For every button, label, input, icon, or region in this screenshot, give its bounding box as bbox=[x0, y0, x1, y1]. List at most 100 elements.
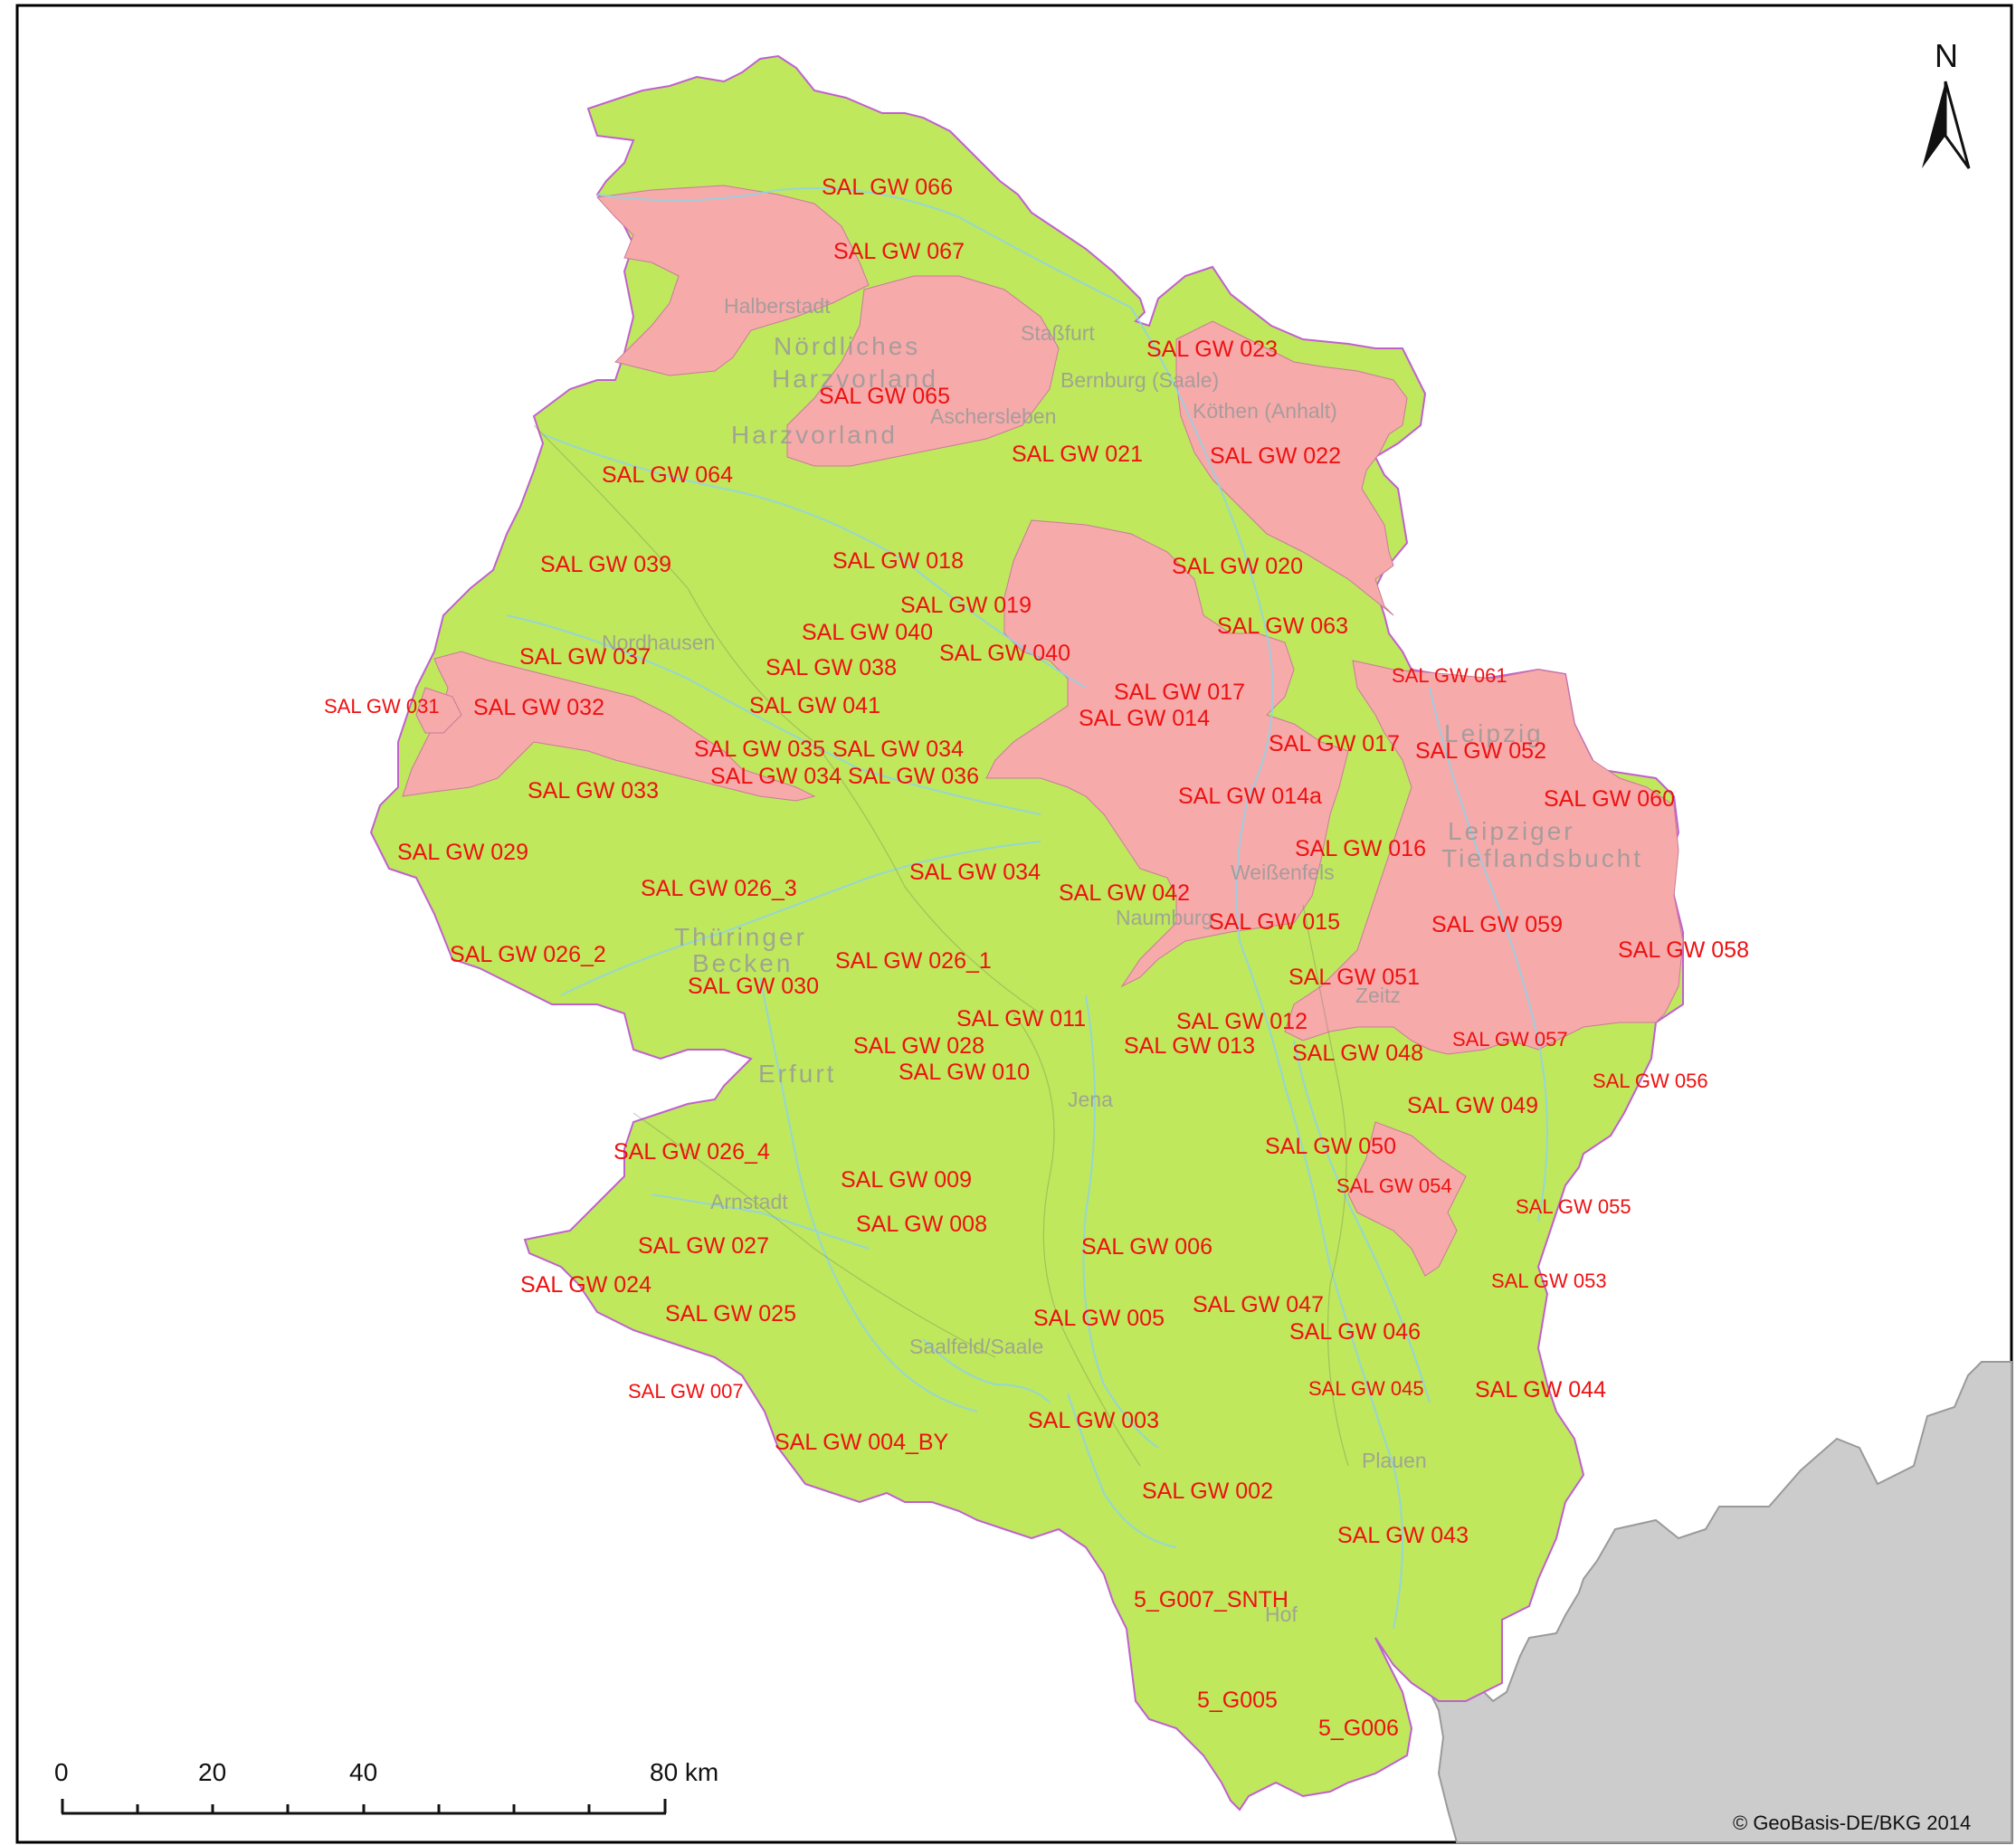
gw-label: SAL GW 014a bbox=[1178, 784, 1322, 809]
place-naumburg: Naumburg bbox=[1116, 906, 1212, 929]
gw-label: SAL GW 050 bbox=[1265, 1134, 1396, 1159]
gw-label: SAL GW 007 bbox=[628, 1380, 744, 1403]
place-saalfeld: Saalfeld/Saale bbox=[909, 1335, 1043, 1358]
gw-label: SAL GW 032 bbox=[473, 695, 604, 720]
place-nordhausen: Nordhausen bbox=[602, 631, 715, 654]
gw-label: SAL GW 064 bbox=[602, 462, 733, 488]
gw-label: SAL GW 058 bbox=[1618, 937, 1749, 963]
gw-label: SAL GW 056 bbox=[1593, 1070, 1708, 1092]
place-leipziger: Leipziger bbox=[1448, 817, 1575, 845]
gw-label: SAL GW 010 bbox=[899, 1060, 1030, 1085]
gw-label: SAL GW 040 bbox=[939, 641, 1070, 666]
gw-label: 5_G005 bbox=[1197, 1688, 1278, 1713]
north-label: N bbox=[1935, 37, 1958, 74]
at-risk-zone-central bbox=[985, 519, 1349, 988]
scale-label-0: 0 bbox=[54, 1758, 69, 1786]
gw-label: SAL GW 054 bbox=[1336, 1175, 1452, 1197]
gw-label: SAL GW 037 bbox=[519, 644, 651, 670]
gw-label: SAL GW 027 bbox=[638, 1233, 769, 1259]
copyright-notice: © GeoBasis-DE/BKG 2014 bbox=[1733, 1812, 1971, 1834]
neighbor-region bbox=[1396, 1361, 2012, 1843]
gw-label: SAL GW 038 bbox=[766, 655, 897, 680]
at-risk-zone-065 bbox=[786, 275, 1060, 467]
gw-label: SAL GW 035 bbox=[694, 737, 825, 762]
gw-label: SAL GW 063 bbox=[1217, 613, 1348, 639]
gw-label: SAL GW 005 bbox=[1033, 1306, 1165, 1331]
gw-label: SAL GW 013 bbox=[1124, 1033, 1255, 1059]
base-place-names: Halberstadt Nördliches Harzvorland Harzv… bbox=[602, 294, 1640, 1626]
place-bernburg: Bernburg (Saale) bbox=[1060, 368, 1219, 392]
gw-label: SAL GW 067 bbox=[833, 239, 965, 264]
gw-label: SAL GW 017 bbox=[1114, 680, 1245, 705]
gw-label: SAL GW 003 bbox=[1028, 1408, 1159, 1433]
gw-label: SAL GW 034 bbox=[909, 860, 1041, 885]
gw-label: SAL GW 034 bbox=[832, 737, 964, 762]
gw-label: SAL GW 009 bbox=[841, 1167, 972, 1193]
gw-label: SAL GW 028 bbox=[853, 1033, 984, 1059]
gw-label: SAL GW 018 bbox=[832, 548, 964, 574]
place-weissenfels: Weißenfels bbox=[1231, 861, 1335, 884]
scale-label-40: 40 bbox=[349, 1758, 377, 1786]
gw-label: SAL GW 014 bbox=[1079, 706, 1210, 731]
gw-label: SAL GW 002 bbox=[1142, 1479, 1273, 1504]
gw-label: SAL GW 029 bbox=[397, 840, 528, 865]
place-harzvorland-2: Harzvorland bbox=[731, 421, 898, 449]
place-noerdliches: Nördliches bbox=[774, 332, 920, 360]
gw-label: SAL GW 059 bbox=[1431, 912, 1563, 937]
gw-label: SAL GW 022 bbox=[1210, 443, 1341, 469]
gw-label: SAL GW 052 bbox=[1415, 738, 1546, 764]
gw-label: SAL GW 066 bbox=[822, 175, 953, 200]
place-thueringer: Thüringer bbox=[674, 923, 807, 951]
place-leipzig: Leipzig bbox=[1444, 719, 1544, 747]
at-risk-zone-031 bbox=[415, 687, 462, 734]
gw-label: SAL GW 011 bbox=[956, 1006, 1086, 1032]
scale-label-20: 20 bbox=[198, 1758, 226, 1786]
gw-label: SAL GW 041 bbox=[749, 693, 880, 718]
north-arrow-icon bbox=[1922, 81, 1945, 168]
gw-label: SAL GW 053 bbox=[1491, 1270, 1607, 1292]
gw-label: SAL GW 012 bbox=[1176, 1009, 1308, 1034]
gw-label: SAL GW 026_3 bbox=[641, 876, 797, 901]
gw-label: SAL GW 026_1 bbox=[835, 948, 992, 974]
gw-label: SAL GW 057 bbox=[1452, 1028, 1568, 1051]
gw-label: SAL GW 006 bbox=[1081, 1234, 1212, 1260]
gw-label: SAL GW 047 bbox=[1193, 1292, 1324, 1317]
at-risk-zones bbox=[402, 185, 1684, 1277]
gw-label: SAL GW 042 bbox=[1059, 880, 1190, 906]
gw-label: SAL GW 046 bbox=[1289, 1319, 1421, 1345]
gw-label: SAL GW 061 bbox=[1392, 664, 1507, 687]
place-koethen: Köthen (Anhalt) bbox=[1193, 399, 1337, 423]
place-aschersleben: Aschersleben bbox=[930, 404, 1056, 428]
place-arnstadt: Arnstadt bbox=[710, 1190, 788, 1213]
gw-label: SAL GW 048 bbox=[1292, 1041, 1423, 1066]
gw-label: SAL GW 043 bbox=[1337, 1523, 1469, 1548]
gw-label: SAL GW 026_2 bbox=[450, 942, 606, 967]
place-stassfurt: Staßfurt bbox=[1021, 321, 1095, 345]
place-jena: Jena bbox=[1068, 1088, 1113, 1111]
gw-label: SAL GW 044 bbox=[1475, 1377, 1606, 1403]
gw-label: SAL GW 017 bbox=[1269, 731, 1400, 756]
at-risk-zone-054 bbox=[1347, 1121, 1467, 1277]
rivers bbox=[506, 187, 1548, 1630]
gw-label: SAL GW 024 bbox=[520, 1272, 651, 1298]
place-plauen: Plauen bbox=[1362, 1449, 1427, 1472]
gw-label: SAL GW 065 bbox=[819, 384, 950, 409]
gw-label: SAL GW 008 bbox=[856, 1212, 987, 1237]
gw-label: SAL GW 040 bbox=[802, 620, 933, 645]
gw-label: SAL GW 031 bbox=[324, 695, 440, 718]
gw-label: SAL GW 045 bbox=[1308, 1377, 1424, 1400]
gw-label: 5_G007_SNTH bbox=[1134, 1587, 1289, 1612]
district-borders bbox=[533, 424, 1349, 1467]
gw-label: SAL GW 051 bbox=[1289, 965, 1420, 990]
gw-label: SAL GW 036 bbox=[848, 764, 979, 789]
place-harzvorland-1: Harzvorland bbox=[772, 365, 938, 393]
place-erfurt: Erfurt bbox=[758, 1060, 836, 1088]
scale-bar: 0 20 40 80 km bbox=[54, 1758, 718, 1815]
gw-label: SAL GW 019 bbox=[900, 593, 1032, 618]
groundwater-body-labels: SAL GW 066 SAL GW 067 SAL GW 065 SAL GW … bbox=[324, 175, 1749, 1741]
gw-label: SAL GW 060 bbox=[1544, 786, 1675, 812]
gw-label: SAL GW 055 bbox=[1516, 1195, 1631, 1218]
place-hof: Hof bbox=[1265, 1602, 1298, 1626]
gw-label: SAL GW 015 bbox=[1209, 909, 1340, 935]
